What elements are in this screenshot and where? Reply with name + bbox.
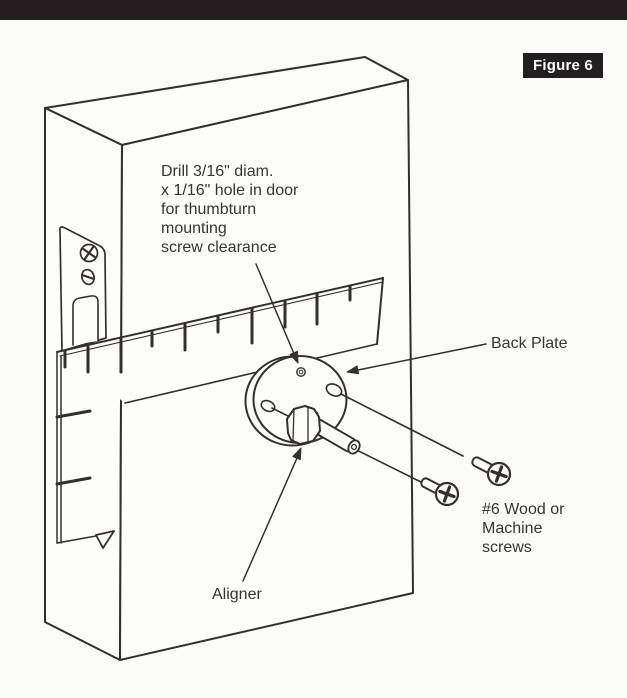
top-border-bar: [0, 0, 627, 20]
latch-faceplate: [59, 226, 107, 352]
drill-note-arrow: [255, 263, 299, 364]
thumbturn-screw-hole: [296, 367, 306, 377]
marking-template: [55, 277, 384, 549]
figure-badge-label: Figure 6: [533, 57, 593, 74]
aligner-label: Aligner: [212, 586, 262, 603]
ruler-ticks: [63, 284, 352, 374]
back-plate-arrow: [346, 343, 487, 375]
screws-label: #6 Wood or Machine screws: [482, 501, 565, 556]
aligner-knob: [286, 405, 321, 445]
drill-note-label: Drill 3/16" diam. x 1/16" hole in door f…: [161, 163, 299, 256]
aligner-assembly: [286, 405, 361, 455]
phillips-cross-icon: [438, 485, 456, 503]
phillips-cross-icon: [490, 465, 508, 483]
back-plate-label: Back Plate: [491, 335, 568, 352]
annotation-arrows: [242, 263, 487, 582]
faceplate-screw-bottom-icon: [80, 268, 96, 286]
screw-upper: [471, 456, 512, 487]
aligner-arrow: [242, 447, 302, 582]
figure-badge: Figure 6: [523, 53, 603, 78]
screw-lower: [420, 477, 460, 507]
mounting-screws: [420, 456, 512, 507]
faceplate-screw-top-icon: [82, 246, 96, 260]
template-edge-flap: [55, 352, 115, 549]
